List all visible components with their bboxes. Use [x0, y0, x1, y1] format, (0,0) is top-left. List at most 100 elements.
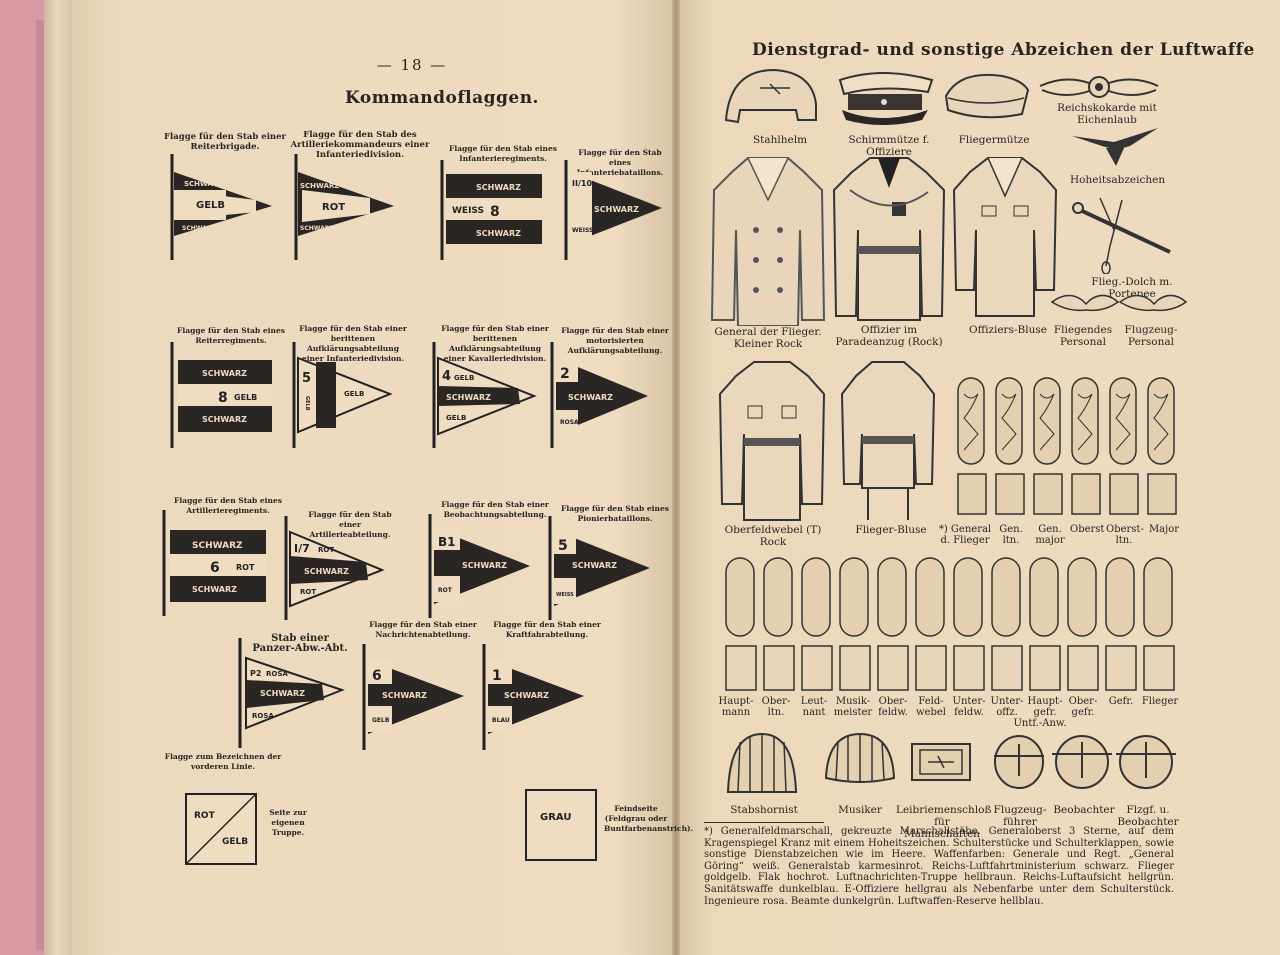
- flag-nachrichtenabteilung: 6 SCHWARZ GELB: [362, 644, 464, 750]
- flag-label: SCHWARZ: [504, 691, 549, 700]
- flag-label: SCHWARZ: [568, 393, 613, 402]
- flag-caption: Flagge für den Stab einer Nachrichtenabt…: [369, 620, 477, 639]
- flag-infanteriebataillon: II/10 SCHWARZ WEISS: [564, 160, 662, 260]
- item-label: Fliegermütze: [958, 134, 1030, 146]
- rank-label: Gen. ltn.: [999, 524, 1023, 546]
- item-label: Schirmmütze f. Offiziere: [848, 134, 930, 158]
- flag-label: GELB: [454, 374, 474, 382]
- front-line-caption: Flagge zum Bezeichnen der vorderen Linie…: [164, 752, 282, 771]
- item-label: Flugzeug-Personal: [1124, 324, 1178, 348]
- flag-caption: Flagge für den Stab einer Reiterbrigade.: [164, 132, 286, 152]
- flag-label: GELB: [372, 717, 390, 724]
- flag-label: SCHWARZ: [192, 541, 243, 551]
- flag-caption: Flagge für den Stab eines Reiterregiment…: [177, 326, 285, 345]
- item-label: Stahlhelm: [752, 134, 808, 146]
- flag-label: GELB: [234, 393, 257, 402]
- schirmmuetze-illustration: [838, 72, 934, 125]
- right-page-title: Dienstgrad- und sonstige Abzeichen der L…: [752, 40, 1255, 60]
- flag-aufklaerung-motorisiert: 2 SCHWARZ ROSA: [550, 342, 648, 448]
- flag-label: SCHWARZ: [594, 205, 639, 214]
- beobachter-badge-illustration: [1052, 735, 1112, 789]
- flag-label: SCHWARZ: [182, 225, 216, 232]
- flag-label: ROSA: [560, 419, 579, 426]
- flag-panzer-abw: P2 ROSA SCHWARZ ROSA: [238, 638, 345, 748]
- flag-label: 8: [218, 390, 228, 406]
- rank-label: Feld- webel: [916, 696, 946, 718]
- uniform-parade-illustration: [832, 157, 946, 321]
- flag-label: SCHWARZ: [446, 393, 491, 402]
- page-number: — 18 —: [376, 56, 448, 74]
- flag-label: SCHWARZ: [192, 585, 237, 594]
- flag-label: ROT: [300, 588, 316, 596]
- footnote-rule: [704, 822, 824, 823]
- flag-infanterieregiment: SCHWARZ WEISS 8 SCHWARZ: [440, 160, 542, 260]
- flag-label: SCHWARZ: [382, 691, 427, 700]
- flag-label: ROT: [236, 563, 255, 572]
- flag-label: 5: [302, 371, 311, 386]
- flag-label: ROT: [318, 546, 334, 554]
- footnote: *) Generalfeldmarschall, gekreuzte Marsc…: [704, 826, 1174, 907]
- flag-label: SCHWARZ: [462, 561, 507, 570]
- flag-reiterbrigade: SCHWARZ GELB SCHWARZ: [170, 154, 272, 260]
- flag-caption: Flagge für den Stab einer Artillerieabte…: [308, 510, 392, 539]
- own-side-caption: Seite zur eigenen Truppe.: [269, 808, 307, 837]
- rank-label: Ober- gefr.: [1068, 696, 1098, 718]
- rank-label: Musik- meister: [833, 696, 873, 718]
- flag-label: SCHWARZ: [476, 183, 521, 192]
- nco-shoulder-straps: [725, 557, 1175, 691]
- flag-label: 4: [442, 369, 451, 384]
- rank-label: Oberst- ltn.: [1106, 524, 1144, 546]
- uniform-general-illustration: [710, 157, 826, 326]
- flag-label: SCHWARZ: [304, 567, 349, 576]
- flag-label: SCHWARZ: [202, 369, 247, 378]
- flag-label: GELB: [344, 390, 364, 398]
- flag-label: ROSA: [266, 670, 288, 678]
- rank-label: Ober- ltn.: [761, 696, 791, 718]
- flag-label: 2: [560, 366, 570, 382]
- flag-label: 6: [210, 560, 220, 576]
- item-label: Flugzeug- führer: [993, 804, 1047, 828]
- rank-label: Ober- feldw.: [878, 696, 908, 718]
- item-label: Oberfeldwebel (T) Rock: [724, 524, 822, 548]
- flag-caption: Flagge für den Stab einer berittenen Auf…: [441, 324, 549, 363]
- rank-label: *) General d. Flieger: [938, 524, 992, 546]
- leibriemenschloss-illustration: [911, 743, 971, 781]
- stahlhelm-illustration: [724, 68, 817, 124]
- flag-label: GRAU: [540, 812, 571, 823]
- item-label: Fliegendes Personal: [1053, 324, 1113, 348]
- flag-label: SCHWARZ: [202, 415, 247, 424]
- flag-artilleriekommandeur: SCHWARZ ROT SCHWARZ: [294, 154, 394, 260]
- flag-caption: Flagge für den Stab einer Beobachtungsab…: [441, 500, 549, 519]
- flag-label: SCHWARZ: [260, 689, 305, 698]
- uniform-fliegerbluse-illustration: [840, 361, 936, 520]
- flag-aufklaerung-kavallerie: 4 GELB SCHWARZ GELB: [432, 342, 537, 448]
- enemy-side-square: GRAU: [525, 789, 597, 861]
- flag-reiterregiment: SCHWARZ 8 GELB SCHWARZ: [170, 342, 272, 448]
- flag-label: GELB: [222, 837, 248, 847]
- item-label: Reichskokarde mit Eichenlaub: [1057, 102, 1157, 126]
- flag-aufklaerung-infanterie: 5 GELB GELB: [292, 342, 393, 448]
- flugzeugfuehrer-beobachter-badge-illustration: [1116, 735, 1176, 789]
- flag-caption: Flagge für den Stab eines Artillerieregi…: [174, 496, 282, 515]
- item-label: Musiker: [838, 804, 882, 816]
- rank-label: Unter- offz.: [990, 696, 1024, 718]
- item-label: Offizier im Paradeanzug (Rock): [835, 324, 943, 348]
- flag-caption: Flagge für den Stab einer motorisierten …: [561, 326, 669, 355]
- rank-label: Haupt- gefr.: [1027, 696, 1063, 718]
- rank-label: Leut- nant: [800, 696, 828, 718]
- flag-label: B1: [438, 535, 456, 549]
- rank-label: Haupt- mann: [718, 696, 754, 718]
- flag-label: GELB: [446, 414, 466, 422]
- flugzeugfuehrer-badge-illustration: [994, 735, 1044, 789]
- flag-label: ROT: [194, 811, 216, 821]
- flag-caption: Flagge für den Stab einer Kraftfahrabtei…: [493, 620, 601, 639]
- officer-shoulder-boards: [957, 377, 1177, 515]
- flag-beobachtungsabteilung: B1 SCHWARZ ROT: [428, 514, 530, 618]
- personal-wings-illustration: [1050, 294, 1188, 312]
- flag-label: GELB: [304, 396, 310, 411]
- flag-caption: Flagge für den Stab eines Pionierbataill…: [561, 504, 669, 523]
- uniform-offiziersbluse-illustration: [952, 157, 1058, 317]
- flag-label: SCHWARZ: [300, 225, 334, 232]
- flag-artillerieabteilung: I/7 ROT SCHWARZ ROT: [284, 516, 385, 620]
- flag-label: SCHWARZ: [476, 229, 521, 238]
